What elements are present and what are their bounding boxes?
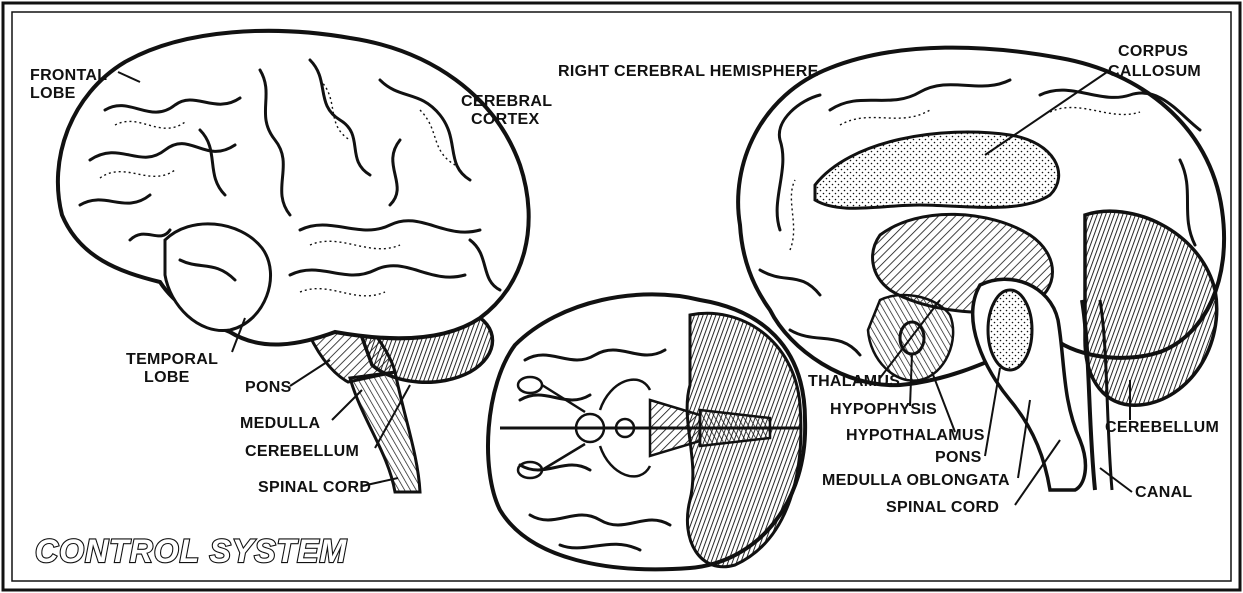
label-cerebral-cortex-line2: CORTEX (471, 111, 539, 128)
label-cerebellum-left: CEREBELLUM (245, 443, 359, 460)
label-pons-right: PONS (935, 449, 982, 466)
label-canal: CANAL (1135, 484, 1193, 501)
label-spinal-cord-left: SPINAL CORD (258, 479, 371, 496)
label-hypophysis: HYPOPHYSIS (830, 401, 937, 418)
label-hypothalamus: HYPOTHALAMUS (846, 427, 985, 444)
label-frontal-lobe-line1: FRONTAL (30, 67, 107, 84)
label-thalamus: THALAMUS (808, 373, 900, 390)
label-temporal-lobe-line1: TEMPORAL (126, 351, 218, 368)
left-temporal-lobe-shape (165, 224, 271, 331)
sagittal-pons-shape (988, 290, 1032, 370)
label-medulla-oblongata: MEDULLA OBLONGATA (822, 472, 1010, 489)
label-pons-left: PONS (245, 379, 292, 396)
label-right-cerebral-hemisphere: RIGHT CEREBRAL HEMISPHERE (558, 63, 819, 80)
label-corpus-callosum-line1: CORPUS (1118, 43, 1188, 60)
label-spinal-cord-right: SPINAL CORD (886, 499, 999, 516)
left-cerebrum-shape (58, 31, 529, 345)
label-temporal-lobe-line2: LOBE (144, 369, 190, 386)
label-cerebral-cortex-line1: CEREBRAL (461, 93, 552, 110)
label-medulla-left: MEDULLA (240, 415, 320, 432)
label-cerebellum-right: CEREBELLUM (1105, 419, 1219, 436)
label-corpus-callosum-line2: CALLOSUM (1108, 63, 1201, 80)
inferior-brain-illustration (488, 294, 805, 569)
plate-title: CONTROL SYSTEM (35, 533, 347, 569)
label-frontal-lobe-line2: LOBE (30, 85, 76, 102)
